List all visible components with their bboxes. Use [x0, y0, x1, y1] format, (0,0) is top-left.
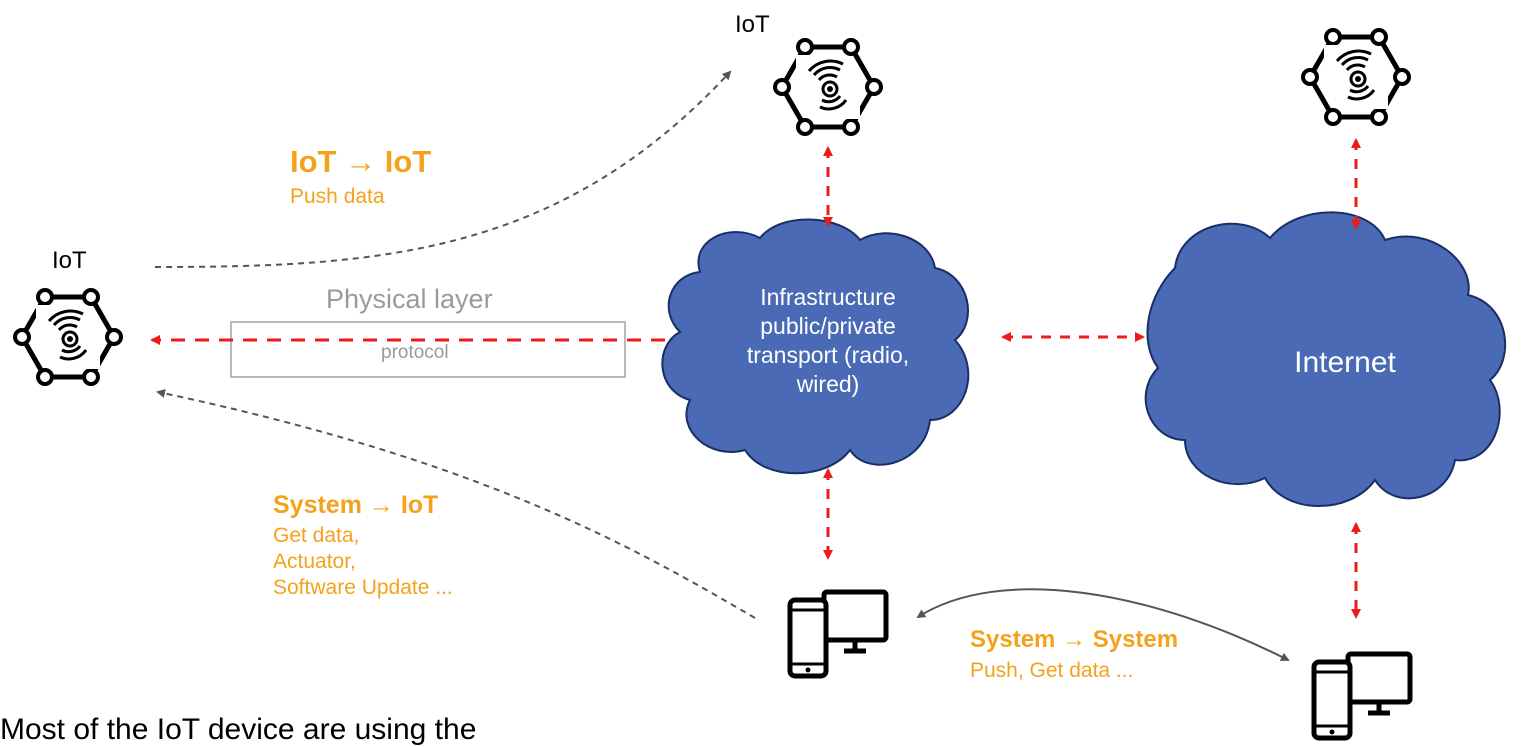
iot-left-label: IoT — [52, 247, 87, 274]
protocol-label: protocol — [381, 342, 449, 363]
flow-system-to-iot-arrow — [156, 389, 756, 619]
iot-top-icon — [775, 40, 881, 134]
infrastructure-label: Infrastructure public/private transport … — [713, 283, 943, 399]
physical-layer-label: Physical layer — [326, 284, 493, 314]
iot-to-iot-title: IoT → IoT — [290, 144, 432, 179]
system-to-iot-block: System → IoT Get data, Actuator, Softwar… — [273, 491, 453, 601]
system-to-system-block: System → System Push, Get data ... — [970, 626, 1178, 684]
system-to-system-title: System → System — [970, 626, 1179, 653]
system-to-iot-line: Get data, — [273, 524, 360, 547]
infrastructure-line: public/private — [760, 313, 896, 339]
iot-left-icon — [15, 290, 121, 384]
infrastructure-line: wired) — [796, 371, 860, 397]
iot-to-iot-line: Push data — [290, 185, 385, 208]
system-left-icon — [790, 592, 886, 676]
system-right-icon — [1314, 654, 1410, 738]
flow-system-to-system-arrow — [916, 588, 1290, 661]
infrastructure-line: Infrastructure — [760, 284, 896, 310]
internet-label: Internet — [1294, 346, 1396, 379]
system-to-iot-line: Actuator, — [273, 550, 356, 573]
footer-partial-text: Most of the IoT device are using the — [0, 713, 477, 746]
iot-to-iot-block: IoT → IoT Push data — [290, 144, 431, 210]
iot-top-label: IoT — [735, 11, 770, 38]
system-to-iot-line: Software Update ... — [273, 576, 453, 599]
infrastructure-line: transport (radio, — [746, 342, 910, 368]
flow-iot-to-iot-arrow — [154, 70, 732, 268]
system-to-system-line: Push, Get data ... — [970, 659, 1134, 682]
internet-cloud-shape — [1144, 211, 1507, 507]
protocol-box — [230, 321, 626, 378]
iot-right-icon — [1303, 30, 1409, 124]
system-to-iot-title: System → IoT — [273, 491, 439, 519]
